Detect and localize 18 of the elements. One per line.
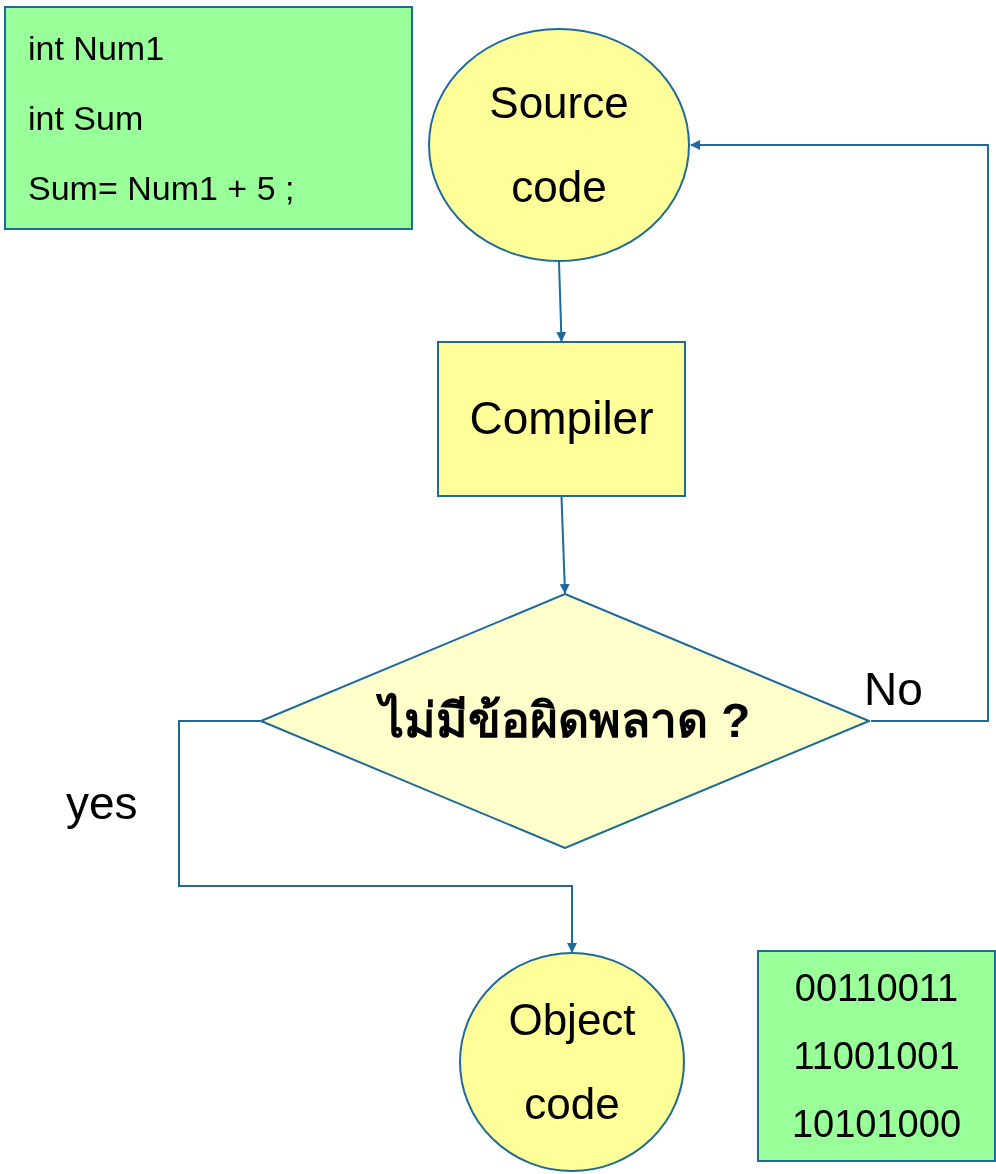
node-label: Source code [488,77,630,213]
start-ellipse [428,28,690,262]
node-label: Compiler [469,391,654,447]
arrow [556,261,567,342]
code-line: int Num1 [28,31,165,65]
code-box [4,6,413,230]
end-ellipse [459,952,685,1172]
binary-line: 10101000 [791,1105,962,1143]
process-box [437,341,686,497]
arrow [559,496,570,594]
binary-line: 11001001 [793,1037,960,1075]
code-line: Sum= Num1 + 5 ; [28,171,295,205]
binary-box [757,950,996,1162]
binary-line: 00110011 [794,969,959,1007]
arrow [690,140,989,722]
code-line: int Sum [28,101,144,135]
node-label: Object code [507,994,637,1130]
arrow [178,720,577,953]
